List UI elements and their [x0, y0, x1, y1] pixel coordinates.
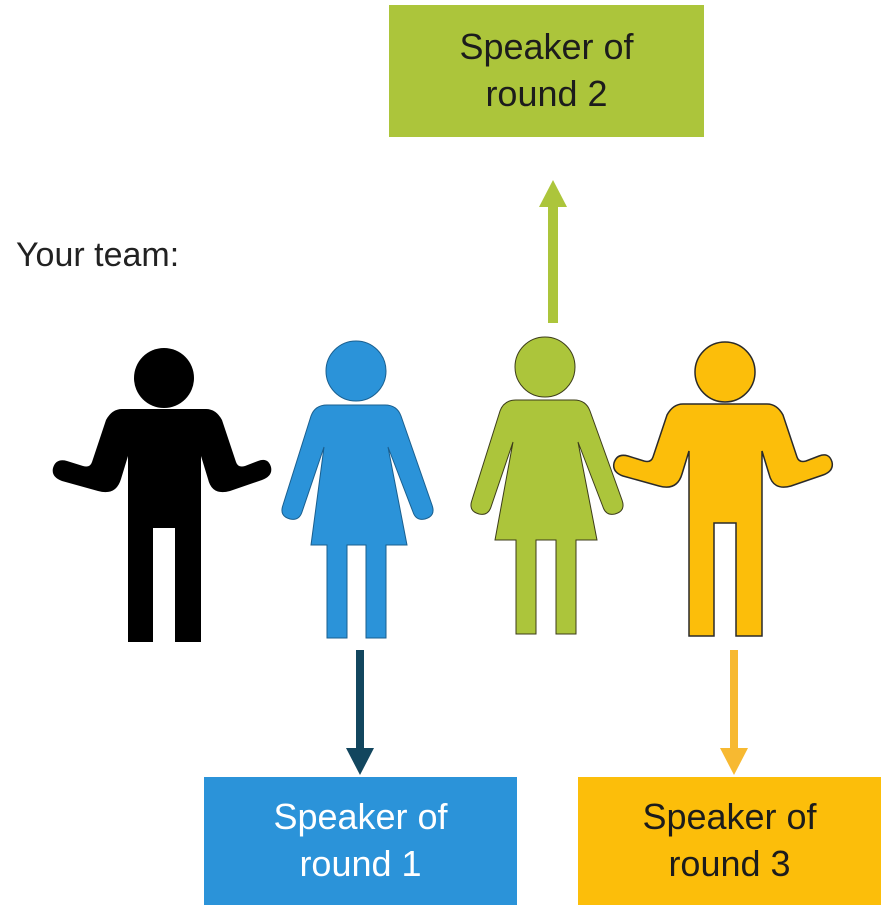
arrow-to-round-1: [346, 650, 374, 775]
speaker-round-3-line2: round 3: [668, 843, 791, 884]
speaker-round-3-box: Speaker of round 3: [578, 777, 881, 905]
speaker-round-1-line1: Speaker of: [273, 796, 448, 838]
speaker-round-2-line2: round 2: [485, 73, 608, 114]
arrow-to-round-2: [539, 180, 567, 323]
woman-figure-green: [470, 336, 624, 635]
speaker-round-2-line1: Speaker of: [459, 26, 634, 68]
speaker-round-3-line1: Speaker of: [642, 796, 817, 838]
speaker-round-1-box: Speaker of round 1: [204, 777, 517, 905]
man-figure-black: [52, 348, 272, 642]
arrow-to-round-3: [720, 650, 748, 775]
man-figure-yellow: [612, 341, 834, 637]
speaker-round-1-line2: round 1: [299, 843, 422, 884]
woman-figure-blue: [281, 340, 434, 639]
speaker-round-2-box: Speaker of round 2: [389, 5, 704, 137]
team-label: Your team:: [16, 236, 180, 274]
